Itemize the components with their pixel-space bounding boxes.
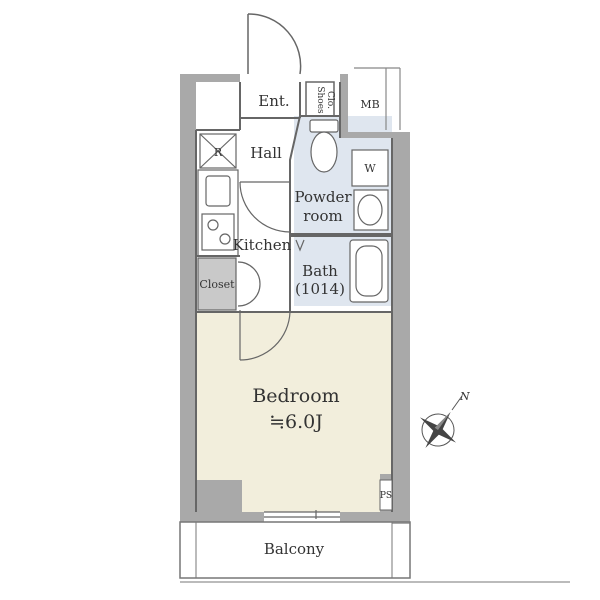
wash-basin <box>353 189 389 231</box>
label-pipe-space: PS <box>380 491 392 501</box>
hall-doors <box>239 181 291 361</box>
bath-door <box>295 239 305 252</box>
pipe-space <box>379 479 393 511</box>
entrance-door <box>247 13 302 75</box>
label-powder-room-1: Powder <box>294 188 352 206</box>
label-entrance: Ent. <box>258 92 289 110</box>
kitchen-counter <box>197 169 239 257</box>
compass-north-arrow <box>451 395 463 411</box>
label-kitchen: Kitchen <box>233 236 292 254</box>
compass-north-label: N <box>459 390 470 403</box>
washer <box>351 149 389 187</box>
bath-tub <box>349 239 389 303</box>
label-hall: Hall <box>250 144 282 162</box>
balcony <box>179 521 570 583</box>
balcony-window <box>264 510 340 519</box>
label-bath-2: (1014) <box>295 280 345 298</box>
label-bedroom: Bedroom <box>252 385 339 407</box>
label-shoes-closet-2: Clo. <box>325 91 335 109</box>
refrigerator <box>199 133 237 169</box>
label-closet: Closet <box>199 278 235 291</box>
label-bedroom-size: ≒6.0J <box>269 411 323 433</box>
closet <box>197 257 261 311</box>
toilet <box>309 119 339 173</box>
label-meter-box: MB <box>360 98 379 111</box>
bedroom-floor <box>196 312 392 512</box>
walls <box>180 74 410 524</box>
label-shoes-closet-1: Shoes <box>315 86 325 114</box>
label-bath-1: Bath <box>302 262 338 280</box>
meter-box <box>354 67 401 130</box>
label-powder-room-2: room <box>303 207 342 225</box>
label-refrigerator: R <box>214 146 223 159</box>
label-balcony: Balcony <box>264 540 325 558</box>
compass-rose <box>419 411 457 449</box>
label-washer: W <box>364 162 376 175</box>
shoes-closet <box>305 81 335 117</box>
